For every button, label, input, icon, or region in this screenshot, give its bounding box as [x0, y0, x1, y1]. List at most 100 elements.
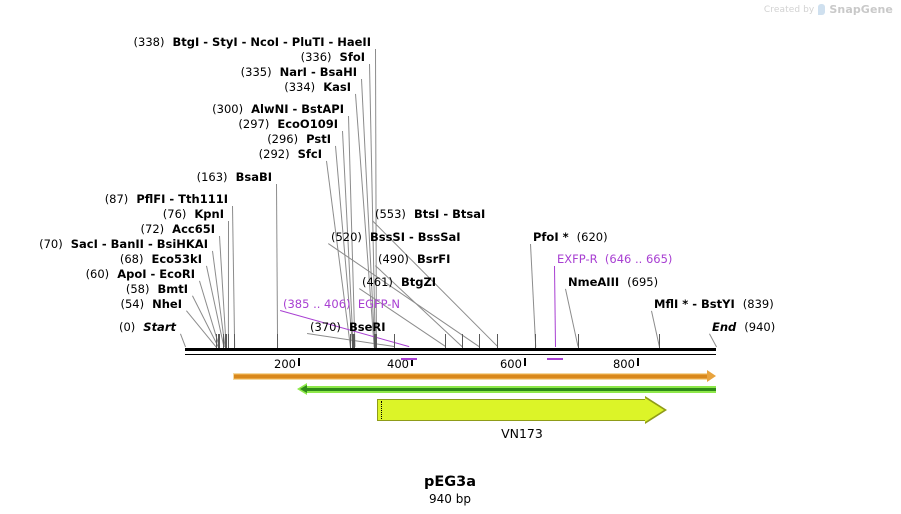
label-name-r25: PfoI * — [533, 230, 569, 244]
label-name-r23: EGFP-N — [357, 297, 401, 311]
label-position-r21: (490) — [378, 252, 409, 266]
label-position-r18: (0) — [118, 320, 136, 334]
annotation-label-r07[interactable]: (296) PstI — [267, 133, 331, 145]
annotation-label-r18[interactable]: (0) Start — [119, 321, 176, 333]
annotation-label-r01[interactable]: (338) BtgI - StyI - NcoI - PluTI - HaeII — [134, 36, 371, 48]
annotation-label-r21[interactable]: (490) BsrFI — [378, 253, 450, 265]
label-name-r07: PstI — [306, 132, 331, 146]
leader-line-r11 — [227, 221, 229, 348]
cut-site-tick-r25 — [535, 334, 537, 348]
annotation-label-r29[interactable]: End (940) — [712, 321, 775, 333]
feature-bar-orange[interactable] — [233, 373, 708, 380]
leader-line-r27 — [565, 288, 579, 347]
leader-line-r10 — [232, 205, 236, 347]
annotation-label-r24[interactable]: (370) BseRI — [310, 321, 386, 333]
cut-site-tick-r12 — [225, 334, 227, 348]
annotation-label-r13[interactable]: (70) SacI - BanII - BsiHKAI — [39, 238, 208, 250]
ruler-tick-400 — [410, 358, 413, 366]
annotation-label-r09[interactable]: (163) BsaBI — [197, 171, 272, 183]
feature-cds-vn173[interactable] — [377, 399, 647, 421]
label-name-r11: KpnI — [194, 207, 224, 221]
ruler-tick-600 — [523, 358, 526, 366]
ruler-tick-800 — [636, 358, 639, 366]
primer-mark-r26[interactable] — [547, 358, 563, 360]
annotation-label-r16[interactable]: (58) BmtI — [126, 283, 188, 295]
feature-bar-green-core — [305, 388, 716, 391]
cut-site-tick-r24 — [394, 334, 395, 348]
annotation-label-r14[interactable]: (68) Eco53kI — [120, 253, 202, 265]
feature-cds-vn173-arrowhead-fill — [644, 398, 664, 422]
sequence-backbone-lower — [185, 354, 716, 355]
annotation-label-r04[interactable]: (334) KasI — [284, 81, 351, 93]
annotation-label-r22[interactable]: (461) BtgZI — [362, 276, 436, 288]
label-position-r29: (940) — [744, 320, 776, 334]
annotation-label-r11[interactable]: (76) KpnI — [163, 208, 224, 220]
annotation-label-r10[interactable]: (87) PflFI - Tth111I — [105, 193, 228, 205]
label-position-r27: (695) — [627, 275, 659, 289]
label-name-r13: SacI - BanII - BsiHKAI — [70, 237, 208, 251]
label-name-r08: SfcI — [297, 147, 322, 161]
leader-line-r29 — [709, 333, 717, 347]
annotation-label-r15[interactable]: (60) ApoI - EcoRI — [86, 268, 195, 280]
annotation-label-r03[interactable]: (335) NarI - BsaHI — [241, 66, 357, 78]
annotation-label-r06[interactable]: (297) EcoO109I — [238, 118, 338, 130]
label-name-r26: EXFP-R — [557, 252, 598, 266]
label-name-r14: Eco53kI — [151, 252, 202, 266]
cut-site-tick-r09 — [277, 334, 279, 348]
label-position-r25: (620) — [576, 230, 608, 244]
annotation-label-r27[interactable]: NmeAIII (695) — [568, 276, 658, 288]
annotation-label-r17[interactable]: (54) NheI — [120, 298, 182, 310]
primer-mark-r23[interactable] — [400, 358, 417, 360]
label-position-r02: (336) — [300, 50, 332, 64]
page-title: pEG3a — [423, 474, 477, 490]
label-name-r09: BsaBI — [235, 170, 272, 184]
label-position-r01: (338) — [133, 35, 165, 49]
label-position-r07: (296) — [267, 132, 299, 146]
label-position-r15: (60) — [85, 267, 110, 281]
label-position-r16: (58) — [125, 282, 150, 296]
annotation-label-r02[interactable]: (336) SfoI — [301, 51, 365, 63]
ruler-label-600: 600 — [499, 357, 522, 371]
label-position-r10: (87) — [104, 192, 129, 206]
annotation-label-r28[interactable]: MflI * - BstYI (839) — [654, 298, 774, 310]
ruler-label-200: 200 — [274, 357, 296, 371]
label-name-r05: AlwNI - BstAPI — [251, 102, 344, 116]
label-name-r28: MflI * - BstYI — [654, 297, 735, 311]
cut-site-tick-r04 — [373, 334, 375, 348]
snapgene-logo-icon — [818, 4, 826, 15]
sequence-backbone — [185, 348, 716, 351]
label-name-r06: EcoO109I — [277, 117, 338, 131]
label-name-r12: Acc65I — [172, 222, 215, 236]
watermark-created-by-label: Created by — [763, 4, 815, 15]
label-name-r20: BssSI - BssSaI — [369, 230, 461, 244]
feature-bar-green[interactable] — [305, 386, 716, 393]
cut-site-tick-r07 — [352, 334, 354, 348]
label-name-r17: NheI — [152, 297, 182, 311]
annotation-label-r05[interactable]: (300) AlwNI - BstAPI — [212, 103, 344, 115]
annotation-label-r08[interactable]: (292) SfcI — [259, 148, 322, 160]
label-name-r29: End — [712, 320, 737, 334]
annotation-label-r23[interactable]: (385 .. 406) EGFP-N — [283, 298, 400, 310]
ruler-tick-200 — [297, 358, 300, 366]
label-name-r24: BseRI — [348, 320, 386, 334]
label-position-r14: (68) — [119, 252, 144, 266]
annotation-label-r25[interactable]: PfoI * (620) — [533, 231, 608, 243]
annotation-label-r19[interactable]: (553) BtsI - BtsaI — [375, 208, 485, 220]
feature-bar-green-arrowhead-core — [299, 385, 307, 393]
label-position-r22: (461) — [362, 275, 393, 289]
cut-site-tick-r06 — [352, 334, 354, 348]
annotation-label-r12[interactable]: (72) Acc65I — [141, 223, 215, 235]
label-name-r10: PflFI - Tth111I — [136, 192, 228, 206]
label-name-r03: NarI - BsaHI — [279, 65, 357, 79]
feature-bar-orange-core — [234, 375, 707, 378]
label-name-r27: NmeAIII — [568, 275, 620, 289]
label-position-r20: (520) — [331, 230, 362, 244]
label-position-r03: (335) — [240, 65, 272, 79]
annotation-label-r26[interactable]: EXFP-R (646 .. 665) — [557, 253, 672, 265]
cut-site-tick-r10 — [234, 334, 236, 348]
label-position-r06: (297) — [238, 117, 270, 131]
annotation-label-r20[interactable]: (520) BssSI - BssSaI — [331, 231, 461, 243]
leader-line-r18 — [180, 333, 186, 347]
label-name-r21: BsrFI — [416, 252, 451, 266]
label-position-r19: (553) — [375, 207, 406, 221]
